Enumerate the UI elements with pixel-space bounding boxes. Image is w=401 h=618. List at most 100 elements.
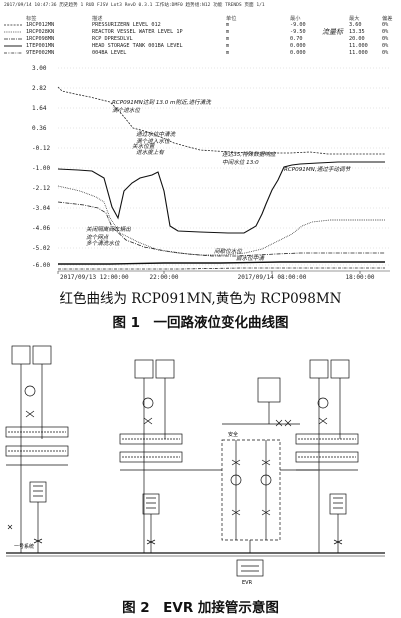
line-style-swatch xyxy=(4,29,24,37)
chart-annotation: 关水位置 xyxy=(132,143,156,150)
trend-line-rcp012mn xyxy=(57,201,385,257)
valve-icon xyxy=(318,417,328,425)
legend-col-tag: 标签 xyxy=(26,16,37,22)
legend-max: 3.60 xyxy=(349,22,362,28)
grid xyxy=(58,67,390,266)
valve-icon xyxy=(261,459,271,466)
legend-max: 20.00 xyxy=(349,36,365,42)
legend-table: 标签 描述 单位 最小 最大 偏差 1RCP012MN PRESSURIZERN… xyxy=(4,15,397,57)
legend-dev: 0% xyxy=(382,36,389,42)
chart-annotation: RCP091MN,通过手动调节 xyxy=(284,166,352,173)
pump-icon xyxy=(230,474,242,486)
chart-annotation: 中间水位 13:0 xyxy=(222,159,259,166)
tank-box xyxy=(309,359,329,379)
y-tick-label: -3.04 xyxy=(32,205,50,212)
chart-annotation: RCP091MN达到 13.0 m附近,进行清洗 xyxy=(112,99,212,106)
figure1-note: 红色曲线为 RCP091MN,黄色为 RCP098MN xyxy=(59,291,342,307)
heat-exchanger xyxy=(5,426,69,438)
filter-box xyxy=(329,493,347,515)
tank-box xyxy=(32,345,52,365)
heat-exchanger xyxy=(5,445,69,457)
legend-dev: 0% xyxy=(382,29,389,35)
pump-icon xyxy=(317,397,329,409)
loop-center-left xyxy=(119,359,183,553)
chart-annotation: 通过水位中清洗 xyxy=(136,131,177,138)
heat-exchanger xyxy=(295,433,359,445)
legend-tag: 1RCP098MN xyxy=(26,36,55,42)
trend-line-tep002mn xyxy=(58,267,385,270)
tank-box xyxy=(134,359,154,379)
y-tick-label: 1.64 xyxy=(32,105,47,112)
y-axis: 3.002.821.640.36-0.12-1.00-2.12-3.04-4.0… xyxy=(32,65,50,269)
valve-icon xyxy=(261,509,271,516)
legend-max: 11.000 xyxy=(349,50,368,56)
legend-max: 13.35 xyxy=(349,29,365,35)
legend-max: 11.000 xyxy=(349,43,368,49)
line-style-swatch xyxy=(4,43,24,51)
tank-box xyxy=(11,345,31,365)
legend-col-unit: 单位 xyxy=(226,16,237,22)
x-tick-label: 18:00:00 xyxy=(346,274,375,280)
y-tick-label: -5.02 xyxy=(32,245,50,252)
legend-row: 1RCP012MN PRESSURIZERN LEVEL 012 m -9.00… xyxy=(4,22,397,29)
legend-unit: m xyxy=(226,36,230,42)
x-tick-label: 2017/09/13 12:00:00 xyxy=(60,274,129,280)
chart-annotation: 满个进水位 xyxy=(112,107,141,114)
handwritten-note: 流量标 xyxy=(322,28,343,36)
valve-icon xyxy=(25,410,35,418)
trend-lines xyxy=(57,86,385,270)
valve-icon xyxy=(143,417,153,425)
valve-icon xyxy=(33,538,43,544)
pump-icon xyxy=(24,385,36,397)
legend-row: 9TEP002MN 004BA LEVEL m 0.000 11.000 0% xyxy=(4,50,397,57)
chart-annotation: 关闭隔离阀车辆出 xyxy=(86,226,131,233)
y-tick-label: -4.06 xyxy=(32,225,50,232)
valve-icon xyxy=(333,539,343,545)
legend-unit: m xyxy=(226,43,230,49)
legend-desc: REACTOR VESSEL WATER LEVEL 1P xyxy=(92,29,183,35)
legend-min: 0.000 xyxy=(290,43,306,49)
legend-dev: 0% xyxy=(382,22,389,28)
chart-annotation: 满个进入水位 xyxy=(136,138,171,145)
evr-tank xyxy=(257,377,281,403)
trend-chart: 3.002.821.640.36-0.12-1.00-2.12-3.04-4.0… xyxy=(32,65,390,280)
legend-desc: PRESSURIZERN LEVEL 012 xyxy=(92,22,161,28)
loop-right xyxy=(295,359,359,553)
legend-row: 1RCP098MN RCP DPRESDLVL m 0.70 20.00 0% xyxy=(4,36,397,43)
filter-box xyxy=(142,493,160,515)
label-evr-center: 安全 xyxy=(228,431,238,438)
legend-min: 0.70 xyxy=(290,36,303,42)
pump-icon xyxy=(260,474,272,486)
filter-box xyxy=(29,481,47,503)
y-tick-label: -0.12 xyxy=(32,145,50,152)
legend-min: -9.50 xyxy=(290,29,306,35)
legend-desc: 004BA LEVEL xyxy=(92,50,127,56)
report-header: 2017/09/14 10:47:36 历史趋势 1 RUD FJSV Lot3… xyxy=(4,3,265,8)
valve-icon xyxy=(231,509,241,516)
legend-col-max: 最大 xyxy=(349,16,360,22)
heat-exchanger xyxy=(119,451,183,463)
valve-icon xyxy=(231,459,241,466)
chart-annotation: 间歇位水位 xyxy=(214,248,243,255)
y-tick-label: -6.00 xyxy=(32,262,50,269)
legend-unit: m xyxy=(226,50,230,56)
label-evr-bottom: EVR xyxy=(242,580,253,586)
legend-min: 0.000 xyxy=(290,50,306,56)
line-style-swatch xyxy=(4,50,24,58)
legend-col-dev: 偏差 xyxy=(382,16,393,22)
pump-icon xyxy=(142,397,154,409)
evr-piping-diagram: 一号系统 EVR 安全 xyxy=(5,345,385,586)
heat-exchanger xyxy=(119,433,183,445)
legend-dev: 0% xyxy=(382,43,389,49)
y-tick-label: -1.00 xyxy=(32,165,50,172)
heat-exchanger xyxy=(295,451,359,463)
y-tick-label: -2.12 xyxy=(32,185,50,192)
x-tick-label: 22:00:00 xyxy=(150,274,179,280)
figure1-caption: 图 1 一回路液位变化曲线图 xyxy=(112,315,289,331)
trend-line-rcp098mn xyxy=(57,86,385,155)
line-style-swatch xyxy=(4,36,24,44)
legend-desc: HEAD STORAGE TANK 001BA LEVEL xyxy=(92,43,183,49)
legend-row: 1RCP028KN REACTOR VESSEL WATER LEVEL 1P … xyxy=(4,28,397,37)
evr-sump xyxy=(236,559,264,577)
y-tick-label: 2.82 xyxy=(32,85,47,92)
